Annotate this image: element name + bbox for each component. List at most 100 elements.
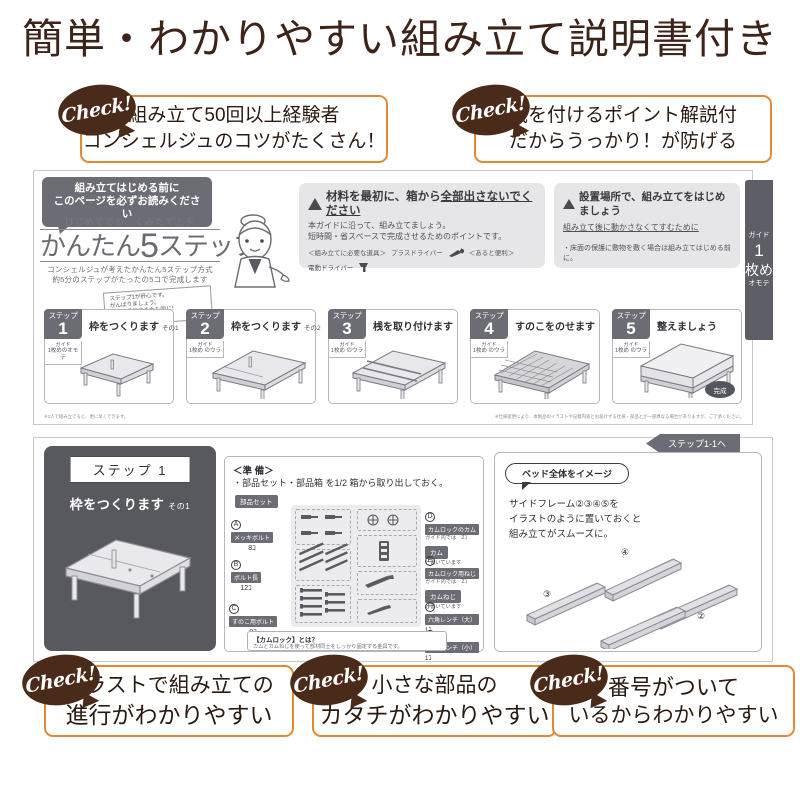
step-4-illustration	[487, 343, 597, 406]
step-number: 3	[342, 319, 352, 338]
step-guide-ref: ガイド 1枚め のウラ	[328, 341, 366, 358]
bed-overview-bubble: ベッド全体をイメージ	[505, 463, 629, 490]
step-word: ステップ	[48, 311, 78, 320]
step-guide-line-1: ガイド	[481, 342, 497, 348]
part-mark-f: F	[425, 601, 435, 612]
check-callout-line-2: カタチがわかりやすい	[319, 702, 550, 728]
step-1-heading-sub: その1	[168, 502, 191, 511]
warning-note: ・床面の保護に敷物を敷く場合は組み立てはじめる前に。	[563, 244, 731, 262]
step-guide-line-2: 1枚め のウラ	[188, 348, 222, 354]
step-number: 5	[626, 319, 636, 338]
part-name-f: 六角レンチ（大）	[425, 614, 480, 625]
bed-overview-line-1: サイドフレーム②③④⑤を	[509, 499, 619, 510]
step-title: すのこをのせます	[515, 318, 595, 333]
check-badge-tail	[82, 692, 101, 710]
sheet-tab-label: ガイド	[748, 232, 770, 239]
step-card-5: ステップ 5 ガイド 1枚め のウラ 整えましょう	[612, 309, 742, 405]
check-callout-line-2: だからうっかり！が防げる	[508, 131, 737, 152]
step-guide-ref: ガイド 1枚め のウラ	[186, 341, 224, 358]
warning-box-location: 設置場所で、組み立てをはじめましょう 組み立て後に動かさなくてすむために ・床面…	[554, 183, 740, 268]
tray-cell-wrench-f	[357, 571, 417, 595]
frame-number-2: ②	[697, 611, 706, 621]
parts-set-chip: 部品セット	[235, 491, 278, 509]
cam-lock-title: 【カムロック】とは？	[253, 637, 318, 644]
step-title: 整えましょう	[657, 318, 717, 333]
step-number: 2	[200, 319, 210, 338]
brand-sub-2: 約5分のステップがたったの5コで完成します	[52, 275, 208, 284]
frame-stage-2-svg	[211, 350, 307, 404]
step-title: 枠をつくりますその1	[89, 318, 179, 333]
check-badge: Check!	[526, 649, 612, 711]
footnote-right: ※仕様変更により、本製品のイラストや記載内容とお届けする仕様・部品とが一部異なる…	[494, 414, 744, 419]
check-badge-tail	[590, 692, 609, 710]
part-chip-d: カム	[425, 545, 448, 559]
part-qty-b: 12ｺ	[240, 585, 252, 592]
screwdriver-icon	[448, 247, 464, 257]
bed-overview-line-3: 組み立てがスムーズに。	[509, 529, 614, 540]
cam-lock-body: カムとカムねじを使って部材同士をしっかり固定する金具です。	[253, 644, 403, 650]
step-1-chip: ステップ 1	[69, 456, 191, 483]
step-guide-ref: ガイド 1枚めのオモテ	[44, 341, 82, 365]
step-guide-ref: ガイド 1枚め のウラ	[612, 341, 650, 358]
preparation-subtext: ・部品セット・部品箱 を1/2 箱から取り出しておく。	[233, 478, 448, 488]
brand-sub-1: コンシェルジュが考えたかんたん5ステップ方式	[47, 265, 213, 274]
frame-number-3: ③	[543, 589, 552, 599]
part-note-e-1: ガイド内では 2ｺ	[425, 579, 467, 585]
slat-base-svg	[493, 350, 591, 406]
sheet-tab-guide-1: ガイド 1 枚め オモテ	[745, 180, 773, 340]
step-word: ステップ	[474, 311, 504, 320]
warning-body-1: 本ガイドに沿って、組み立てましょう。	[308, 221, 451, 230]
check-badge: Check!	[286, 649, 372, 711]
step-guide-line-1: ガイド	[55, 342, 71, 348]
step-card-2: ステップ 2 ガイド 1枚め のウラ 枠をつくりますその2	[186, 309, 321, 404]
step-title: 枠をつくりますその2	[231, 318, 321, 333]
step-title-text: 整えましょう	[657, 322, 717, 333]
sheet-tab-number: 1	[754, 241, 764, 260]
part-mark-b: B	[231, 559, 241, 570]
check-callout-bottom-3: 番号がついて いるからわかりやすい Check!	[526, 649, 800, 741]
part-note-d-2: と書いています	[425, 560, 462, 566]
tools-label: ＜組み立てに必要な道具＞	[308, 250, 386, 257]
frame-number-4: ④	[621, 547, 630, 557]
check-callout-box: 組み立て50回以上経験者 コンシェルジュのコツがたくさん！	[80, 95, 388, 163]
step-word: ステップ	[190, 311, 220, 320]
step-badge: ステップ 2	[186, 309, 224, 339]
cam-lock-explanation-box: 【カムロック】とは？ カムとカムねじを使って部材同士をしっかり固定する金具です。	[247, 631, 447, 651]
part-label-b: B ボルト長 12ｺ	[231, 553, 262, 593]
part-qty-a: 8ｺ	[248, 545, 256, 552]
warning-heading-b: 全部出さないでください	[326, 191, 533, 217]
check-callout-line-2: いるからわかりやすい	[568, 703, 779, 727]
tool-name-1: プラスドライバー	[391, 250, 443, 257]
parts-illustrations-svg	[299, 514, 399, 617]
frame-stage-3-svg	[351, 350, 447, 404]
step-title-text: 枠をつくります	[89, 322, 159, 333]
check-badge: Check!	[448, 79, 534, 141]
part-chip-e: カムねじ	[425, 589, 461, 603]
check-callout-line-1: 番号がついて	[607, 674, 740, 700]
part-name-c: すのこ用ボルト	[229, 616, 278, 627]
completion-badge: 完成	[705, 381, 735, 398]
part-mark-a: A	[231, 519, 241, 530]
power-drill-icon	[359, 263, 369, 272]
read-first-line-1: 組み立てはじめる前に	[74, 182, 180, 194]
part-name-e: カムロック用ねじ	[425, 568, 480, 579]
manual-page-top: 組み立てはじめる前に このページを必ずお読みください はじめてでも、くみたて上手…	[33, 170, 753, 535]
check-callout-bottom-2: 小さな部品の カタチがわかりやすい Check!	[286, 649, 580, 741]
step-guide-line-1: ガイド	[197, 342, 213, 348]
check-callout-line-1: イラストで組み立ての	[64, 674, 274, 697]
check-callout-line-1: 小さな部品の	[371, 674, 498, 697]
part-qty-g: 1ｺ	[425, 656, 432, 662]
footnote-left: ※2人で組み立てると、更に早くできます。	[44, 414, 129, 419]
check-callout-line-1: 組み立て50回以上経験者	[128, 105, 340, 126]
check-callout-line-1: 気を付けるポイント解説付	[508, 105, 737, 126]
step-guide-line-1: ガイド	[623, 342, 639, 348]
frame-large-svg	[64, 539, 192, 619]
step-card-3: ステップ 3 ガイド 1枚め のウラ 桟を取り付けます	[328, 309, 458, 404]
warning-heading-text: 設置場所で、組み立てをはじめましょう	[579, 191, 726, 217]
brand-tagline: はじめてでも、くみたて上手	[64, 217, 196, 227]
preparation-heading: ＜準 備＞	[233, 466, 274, 477]
step-3-illustration	[345, 343, 455, 404]
part-note-d-1: ガイド内では 2ｺ	[425, 535, 467, 541]
brand-title: かんたん5ステップTM	[40, 229, 266, 263]
step-guide-ref: ガイド 1枚め のウラ	[470, 341, 508, 358]
